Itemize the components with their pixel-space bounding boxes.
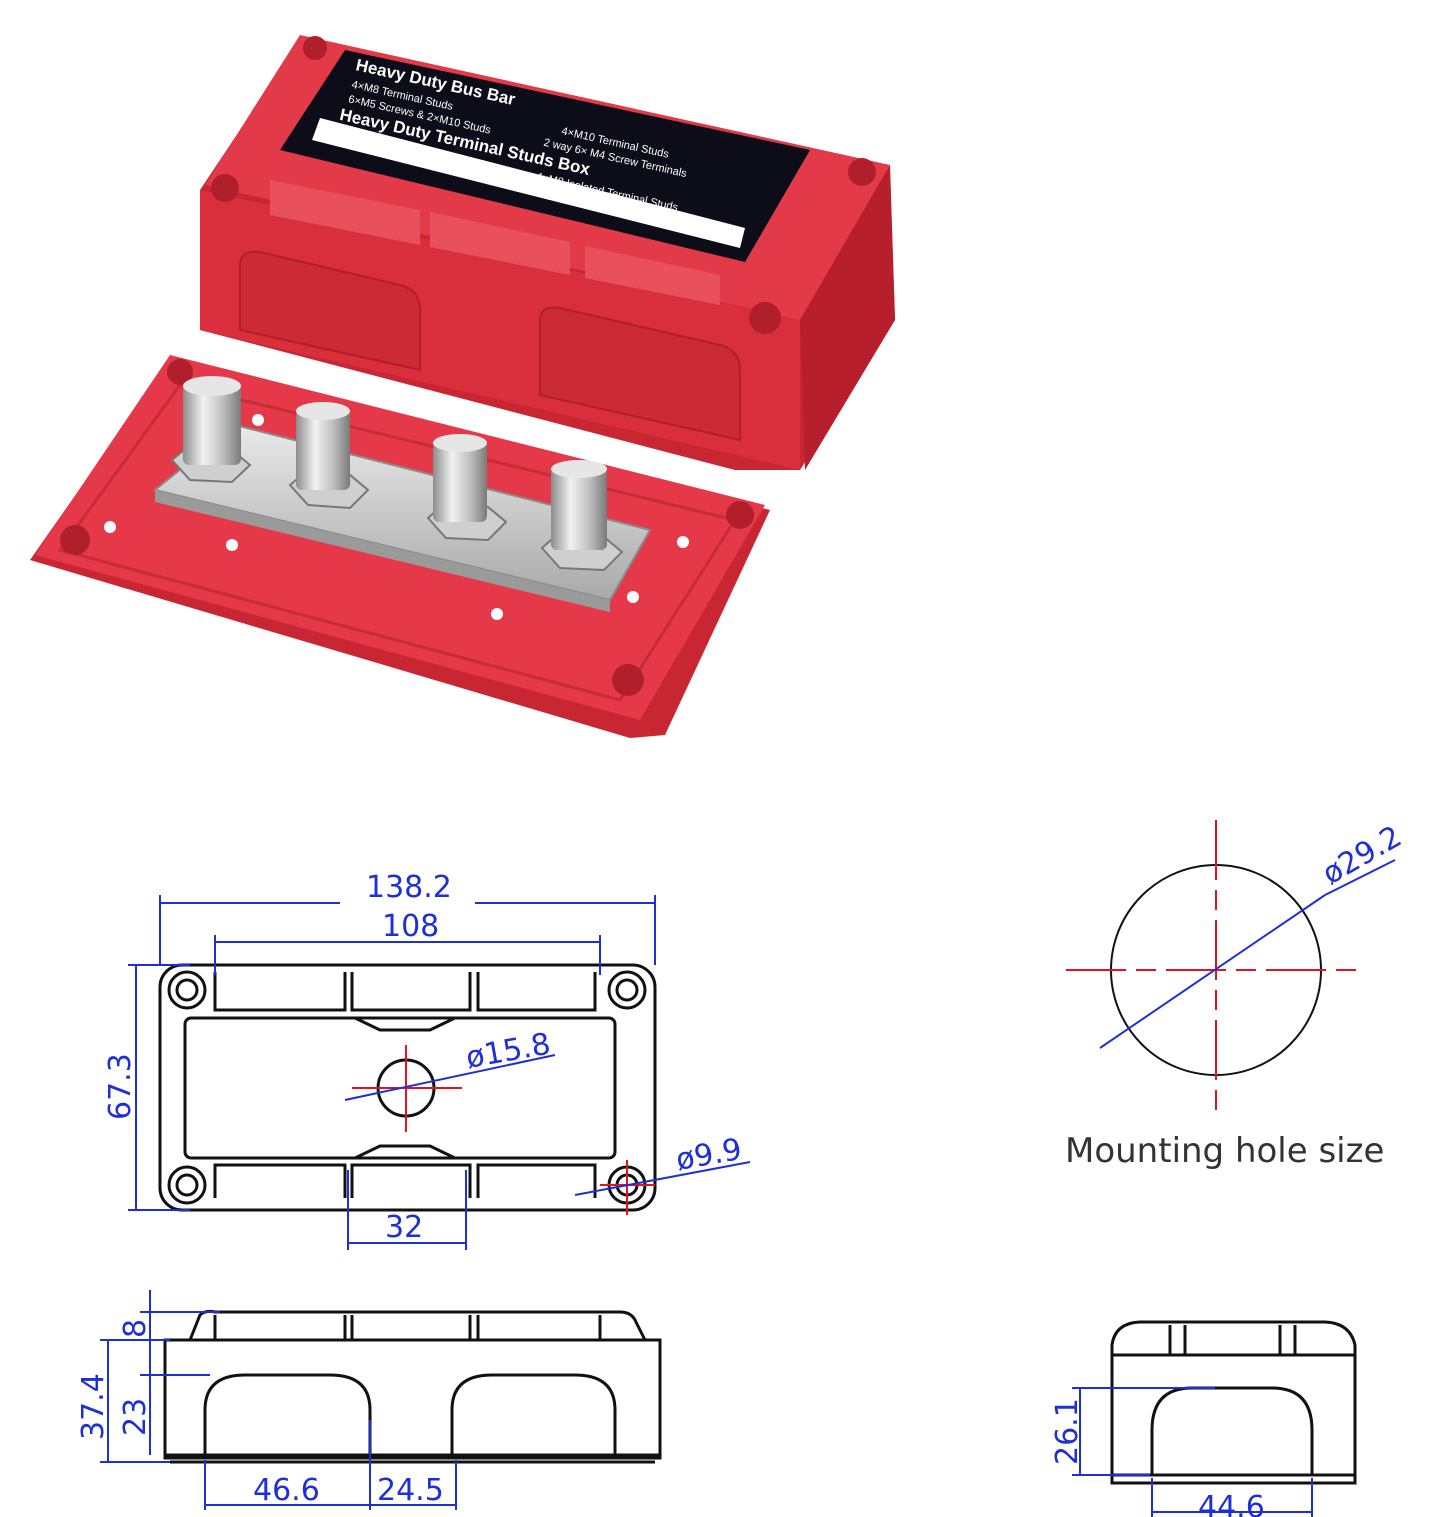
end-view-dimension-lines: [1072, 1387, 1313, 1517]
dim-lid-height: 8: [118, 1319, 153, 1338]
dim-end-arch-height: 26.1: [1050, 1398, 1085, 1465]
dim-mounting-hole: ø29.2: [1317, 819, 1408, 892]
end-view-drawing: [1110, 1320, 1357, 1485]
dim-base-height: 23: [118, 1398, 153, 1436]
side-view-drawing: [163, 1309, 662, 1464]
dim-height: 67.3: [103, 1053, 138, 1120]
dim-overall-width: 138.2: [366, 870, 452, 905]
top-view-dimension-lines: [128, 895, 751, 1250]
side-view-dimension-lines: [100, 1290, 457, 1510]
stud-4: [540, 460, 624, 572]
dim-hole-spacing: 108: [382, 909, 439, 944]
product-label: Heavy Duty Bus Bar 4×M8 Terminal Studs 4…: [280, 50, 810, 262]
dim-end-arch-width: 44.6: [1198, 1490, 1265, 1517]
top-view-drawing: [158, 963, 657, 1212]
dim-total-height: 37.4: [76, 1373, 111, 1440]
mounting-hole-drawing: [1066, 820, 1396, 1118]
dim-arch-gap: 24.5: [377, 1473, 444, 1508]
dim-corner-hole: ø9.9: [673, 1132, 744, 1178]
mounting-hole-caption: Mounting hole size: [1065, 1131, 1384, 1171]
dim-arch-width: 46.6: [253, 1473, 320, 1508]
dim-slot-width: 32: [385, 1210, 423, 1245]
dim-center-hole: ø15.8: [463, 1027, 553, 1076]
stud-1: [170, 376, 252, 484]
stud-3: [426, 434, 508, 542]
stud-2: [288, 402, 370, 510]
